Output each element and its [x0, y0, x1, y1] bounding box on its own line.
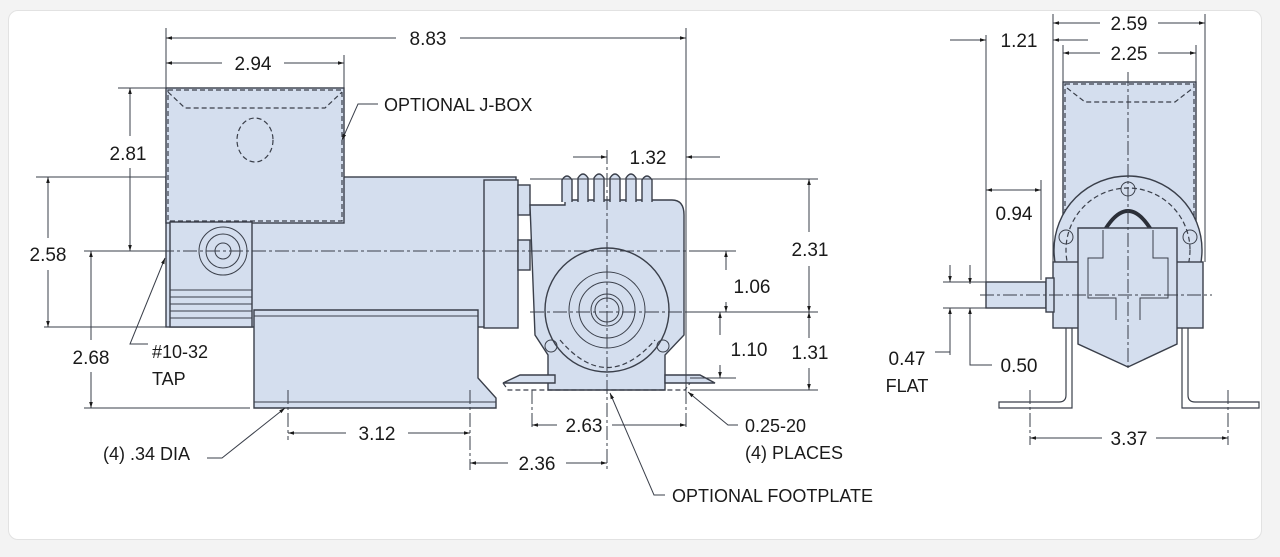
dim-output-to-foot-top: 1.10	[731, 340, 768, 361]
dim-end-jbox-width: 2.25	[1111, 44, 1148, 65]
dim-shaft-extension: 1.21	[1001, 31, 1038, 52]
side-view	[160, 87, 730, 470]
dim-motor-height: 2.58	[30, 245, 67, 266]
dim-end-overall-width: 2.59	[1111, 14, 1148, 35]
end-view	[980, 72, 1260, 445]
callout-flat: FLAT	[886, 376, 929, 396]
callout-jbox: OPTIONAL J-BOX	[384, 95, 532, 115]
dim-shaft-to-housing: 0.94	[996, 204, 1033, 225]
dim-foot-spacing: 3.37	[1111, 429, 1148, 450]
callout-thread-line1: 0.25-20	[745, 416, 806, 436]
jbox-shape	[165, 87, 345, 224]
dim-output-to-foot-bottom: 1.31	[792, 343, 829, 364]
dim-flat: 0.47	[889, 349, 926, 370]
dim-jbox-width: 2.94	[235, 54, 272, 75]
callout-thread-line2: (4) PLACES	[745, 443, 843, 463]
dim-input-offset: 1.06	[734, 277, 771, 298]
dim-overall-length: 8.83	[410, 29, 447, 50]
callout-tap-line1: #10-32	[152, 342, 208, 362]
base-shape	[253, 309, 497, 409]
callout-footplate: OPTIONAL FOOTPLATE	[672, 486, 873, 506]
dim-base-height: 2.68	[73, 348, 110, 369]
dim-output-to-end: 1.32	[630, 148, 667, 169]
callout-tap-line2: TAP	[152, 369, 186, 389]
dim-hole-spacing: 3.12	[359, 424, 396, 445]
dim-shaft-dia: 0.50	[1001, 356, 1038, 377]
dim-jbox-height: 2.81	[110, 144, 147, 165]
end-dimensions	[935, 14, 1228, 440]
dim-gearbox-top: 2.31	[792, 240, 829, 261]
callout-holes: (4) .34 DIA	[103, 444, 190, 464]
dim-hole-to-output: 2.36	[519, 454, 556, 475]
side-dimensions	[36, 28, 818, 496]
dim-footplate-holes: 2.63	[566, 416, 603, 437]
